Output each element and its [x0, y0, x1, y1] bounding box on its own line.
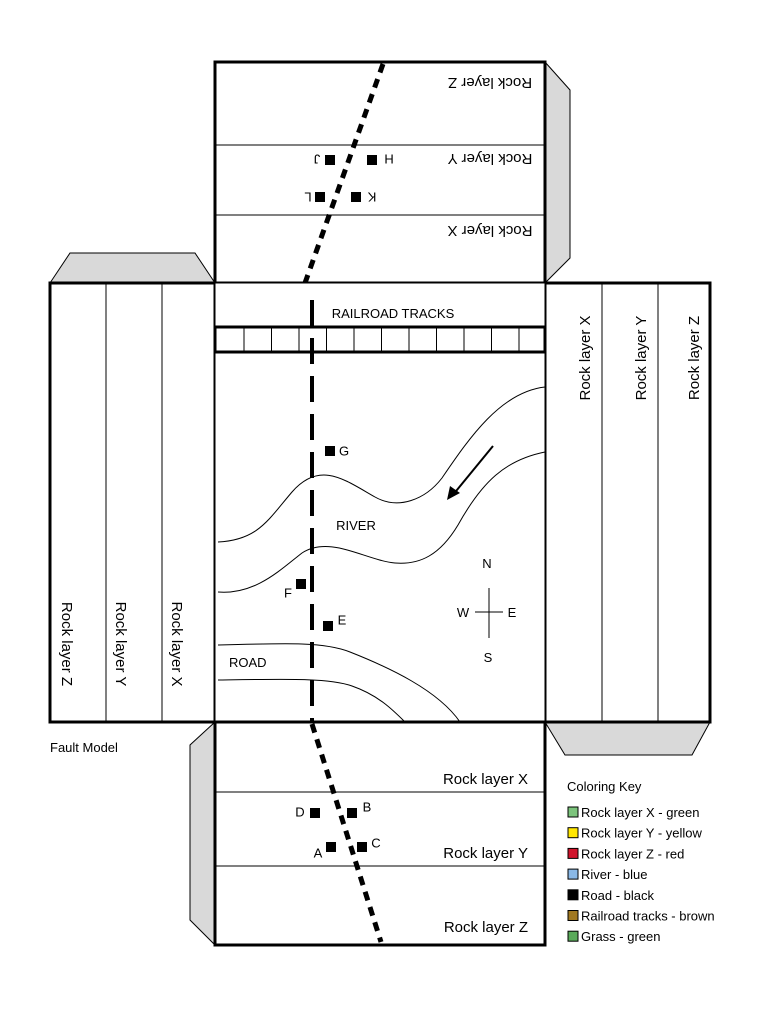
road-edge-south	[217, 678, 406, 723]
point-label-g: G	[339, 443, 349, 458]
compass-west: W	[457, 605, 470, 620]
coloring-key-label: Grass - green	[581, 929, 660, 944]
bottom-flap	[213, 720, 547, 947]
bottom-layer-y-label: Rock layer Y	[443, 845, 528, 862]
glue-tab-top-right	[544, 60, 571, 285]
compass-north: N	[482, 556, 491, 571]
top-flap	[213, 60, 547, 285]
railroad-label: RAILROAD TRACKS	[332, 306, 455, 321]
left-layer-y-label: Rock layer Y	[112, 602, 129, 687]
coloring-key-swatch	[567, 806, 579, 818]
point-marker	[296, 579, 306, 589]
point-label-f: F	[284, 585, 292, 600]
point-marker	[357, 842, 367, 852]
right-layer-x-label: Rock layer X	[577, 315, 594, 400]
point-marker	[326, 842, 336, 852]
point-marker	[315, 192, 325, 202]
compass-south: S	[484, 650, 493, 665]
coloring-key-swatch	[567, 910, 579, 921]
left-layer-x-label: Rock layer X	[168, 601, 185, 686]
point-label-j: J	[314, 152, 321, 167]
river-flow-arrowhead	[447, 486, 460, 500]
river-bank-south	[217, 451, 546, 593]
coloring-key-swatch	[567, 847, 579, 859]
point-label-k: K	[367, 190, 376, 205]
river-flow-arrow	[451, 445, 494, 497]
point-marker	[325, 446, 335, 456]
point-label-h: H	[384, 152, 393, 167]
coloring-key-label: Rock layer X - green	[581, 805, 700, 820]
point-label-d: D	[295, 804, 304, 819]
top-layer-y-label: Rock layer Y	[448, 150, 533, 167]
coloring-key-swatch	[567, 868, 579, 880]
river-label: RIVER	[336, 518, 376, 533]
top-layer-x-label: Rock layer X	[447, 222, 532, 239]
bottom-layer-z-label: Rock layer Z	[444, 919, 528, 936]
point-label-b: B	[363, 799, 372, 814]
point-marker	[347, 808, 357, 818]
point-label-l: L	[304, 190, 311, 205]
diagram-caption: Fault Model	[50, 740, 118, 755]
railroad-tracks	[213, 325, 547, 354]
point-marker	[310, 808, 320, 818]
left-layer-z-label: Rock layer Z	[58, 602, 75, 686]
coloring-key-label: River - blue	[581, 867, 647, 882]
compass-east: E	[508, 605, 517, 620]
coloring-key-label: Railroad tracks - brown	[581, 909, 715, 924]
coloring-key-title: Coloring Key	[567, 779, 642, 794]
bottom-layer-x-label: Rock layer X	[443, 771, 528, 788]
right-layer-y-label: Rock layer Y	[633, 316, 650, 401]
coloring-key-label: Rock layer Y - yellow	[581, 826, 703, 841]
river-bank-north	[217, 386, 546, 543]
coloring-key-swatch	[567, 827, 579, 839]
point-label-e: E	[338, 612, 347, 627]
glue-tab-left-top	[49, 252, 216, 284]
point-marker	[367, 155, 377, 165]
coloring-key-label: Road - black	[581, 888, 654, 903]
point-label-a: A	[314, 845, 323, 860]
fault-line-bottom	[309, 723, 384, 943]
glue-tab-bottom-left	[189, 720, 216, 947]
right-layer-z-label: Rock layer Z	[686, 316, 703, 400]
fault-line-top	[302, 63, 386, 284]
road-label: ROAD	[229, 655, 267, 670]
coloring-key-swatch	[567, 930, 579, 942]
point-label-c: C	[371, 835, 380, 850]
glue-tab-right-bottom	[544, 721, 711, 756]
left-flap	[48, 281, 217, 724]
top-layer-z-label: Rock layer Z	[448, 74, 532, 91]
coloring-key-label: Rock layer Z - red	[581, 846, 684, 861]
road-edge-north	[217, 643, 461, 723]
point-marker	[325, 155, 335, 165]
coloring-key-swatch	[567, 889, 579, 901]
map-panel	[214, 282, 546, 723]
point-marker	[351, 192, 361, 202]
point-marker	[323, 621, 333, 631]
